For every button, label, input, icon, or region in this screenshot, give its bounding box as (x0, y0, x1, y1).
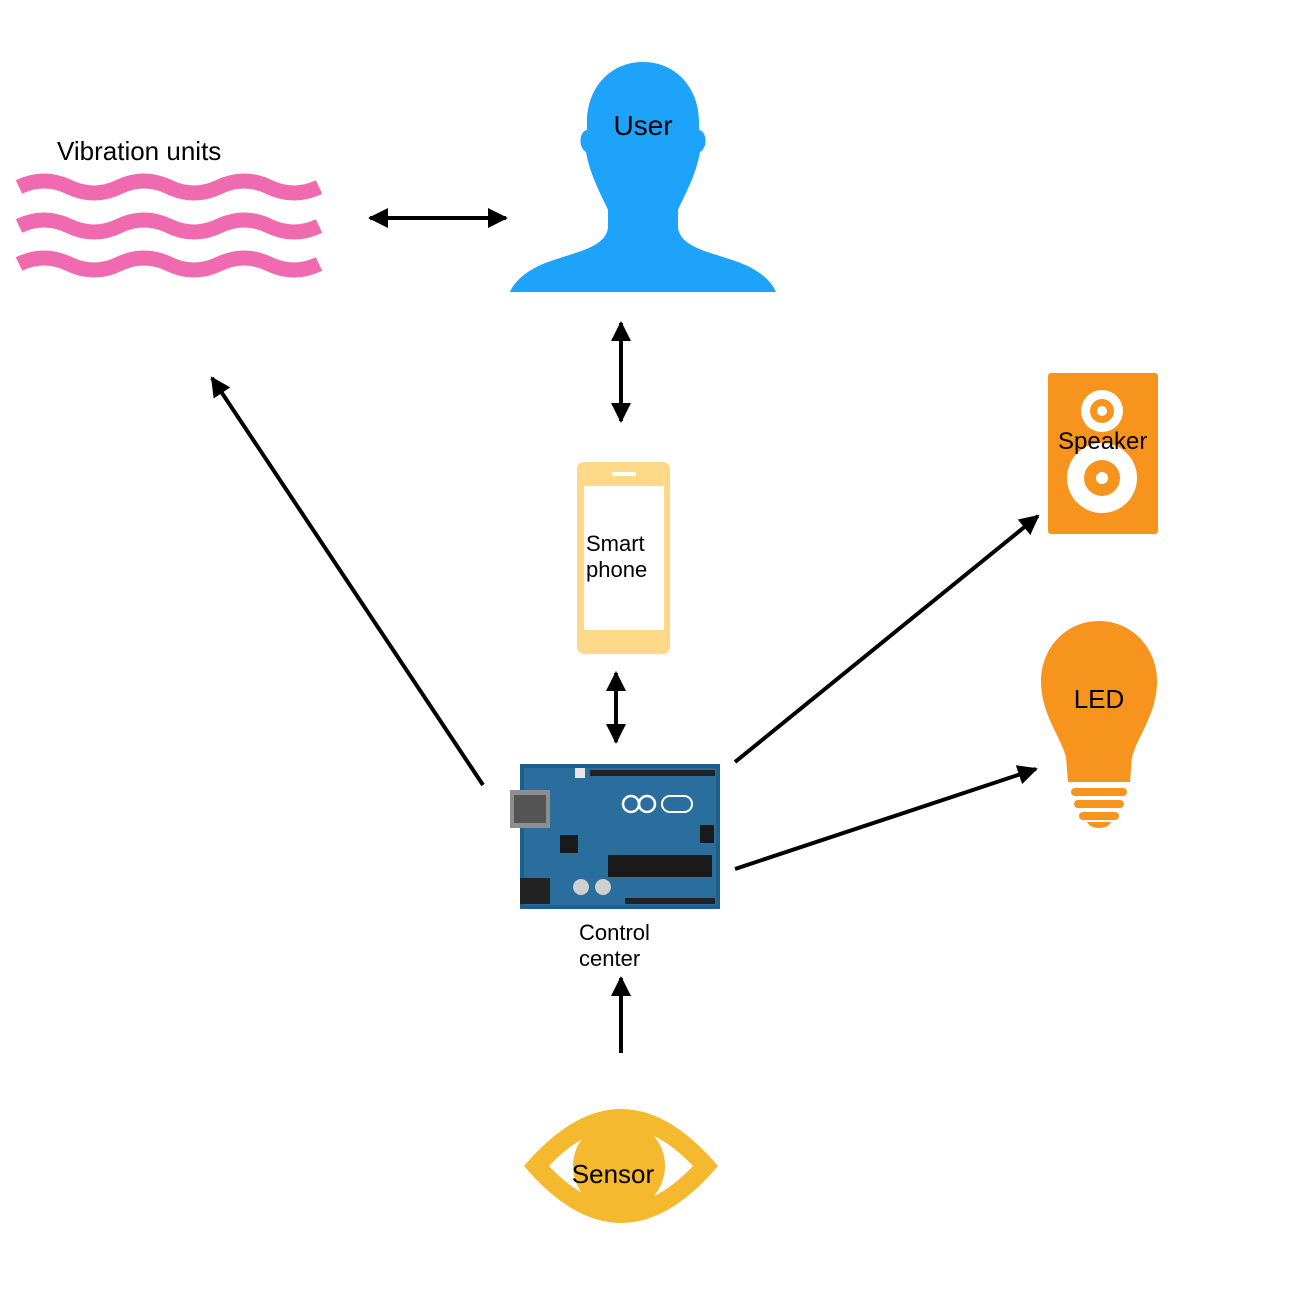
control-center-label-line2: center (579, 946, 640, 971)
user-node: User (510, 62, 776, 292)
person-head-icon (510, 62, 776, 292)
control-center-node: Control center (510, 764, 720, 971)
sensor-node: Sensor (524, 1109, 718, 1223)
arduino-board-icon (510, 764, 720, 909)
speaker-node: Speaker (1048, 373, 1158, 534)
control-center-label-line1: Control (579, 920, 650, 945)
smartphone-label-line1: Smart (586, 531, 645, 556)
smartphone-node: Smart phone (577, 462, 670, 654)
vibration-waves-icon (15, 173, 323, 278)
arrow-control-speaker (733, 514, 1040, 764)
user-label: User (613, 110, 672, 141)
light-bulb-icon (1041, 621, 1157, 828)
sensor-label: Sensor (572, 1159, 655, 1189)
led-node: LED (1041, 621, 1157, 828)
led-label: LED (1074, 684, 1125, 714)
smartphone-label-line2: phone (586, 557, 647, 582)
arrow-control-led (734, 765, 1038, 871)
speaker-label: Speaker (1058, 428, 1147, 455)
vibration-units-label: Vibration units (57, 136, 221, 166)
vibration-units-node: Vibration units (15, 136, 323, 278)
speaker-icon (1048, 373, 1158, 534)
smartphone-icon (577, 462, 670, 654)
eye-icon (524, 1109, 718, 1223)
arrow-control-vibration (210, 376, 485, 787)
